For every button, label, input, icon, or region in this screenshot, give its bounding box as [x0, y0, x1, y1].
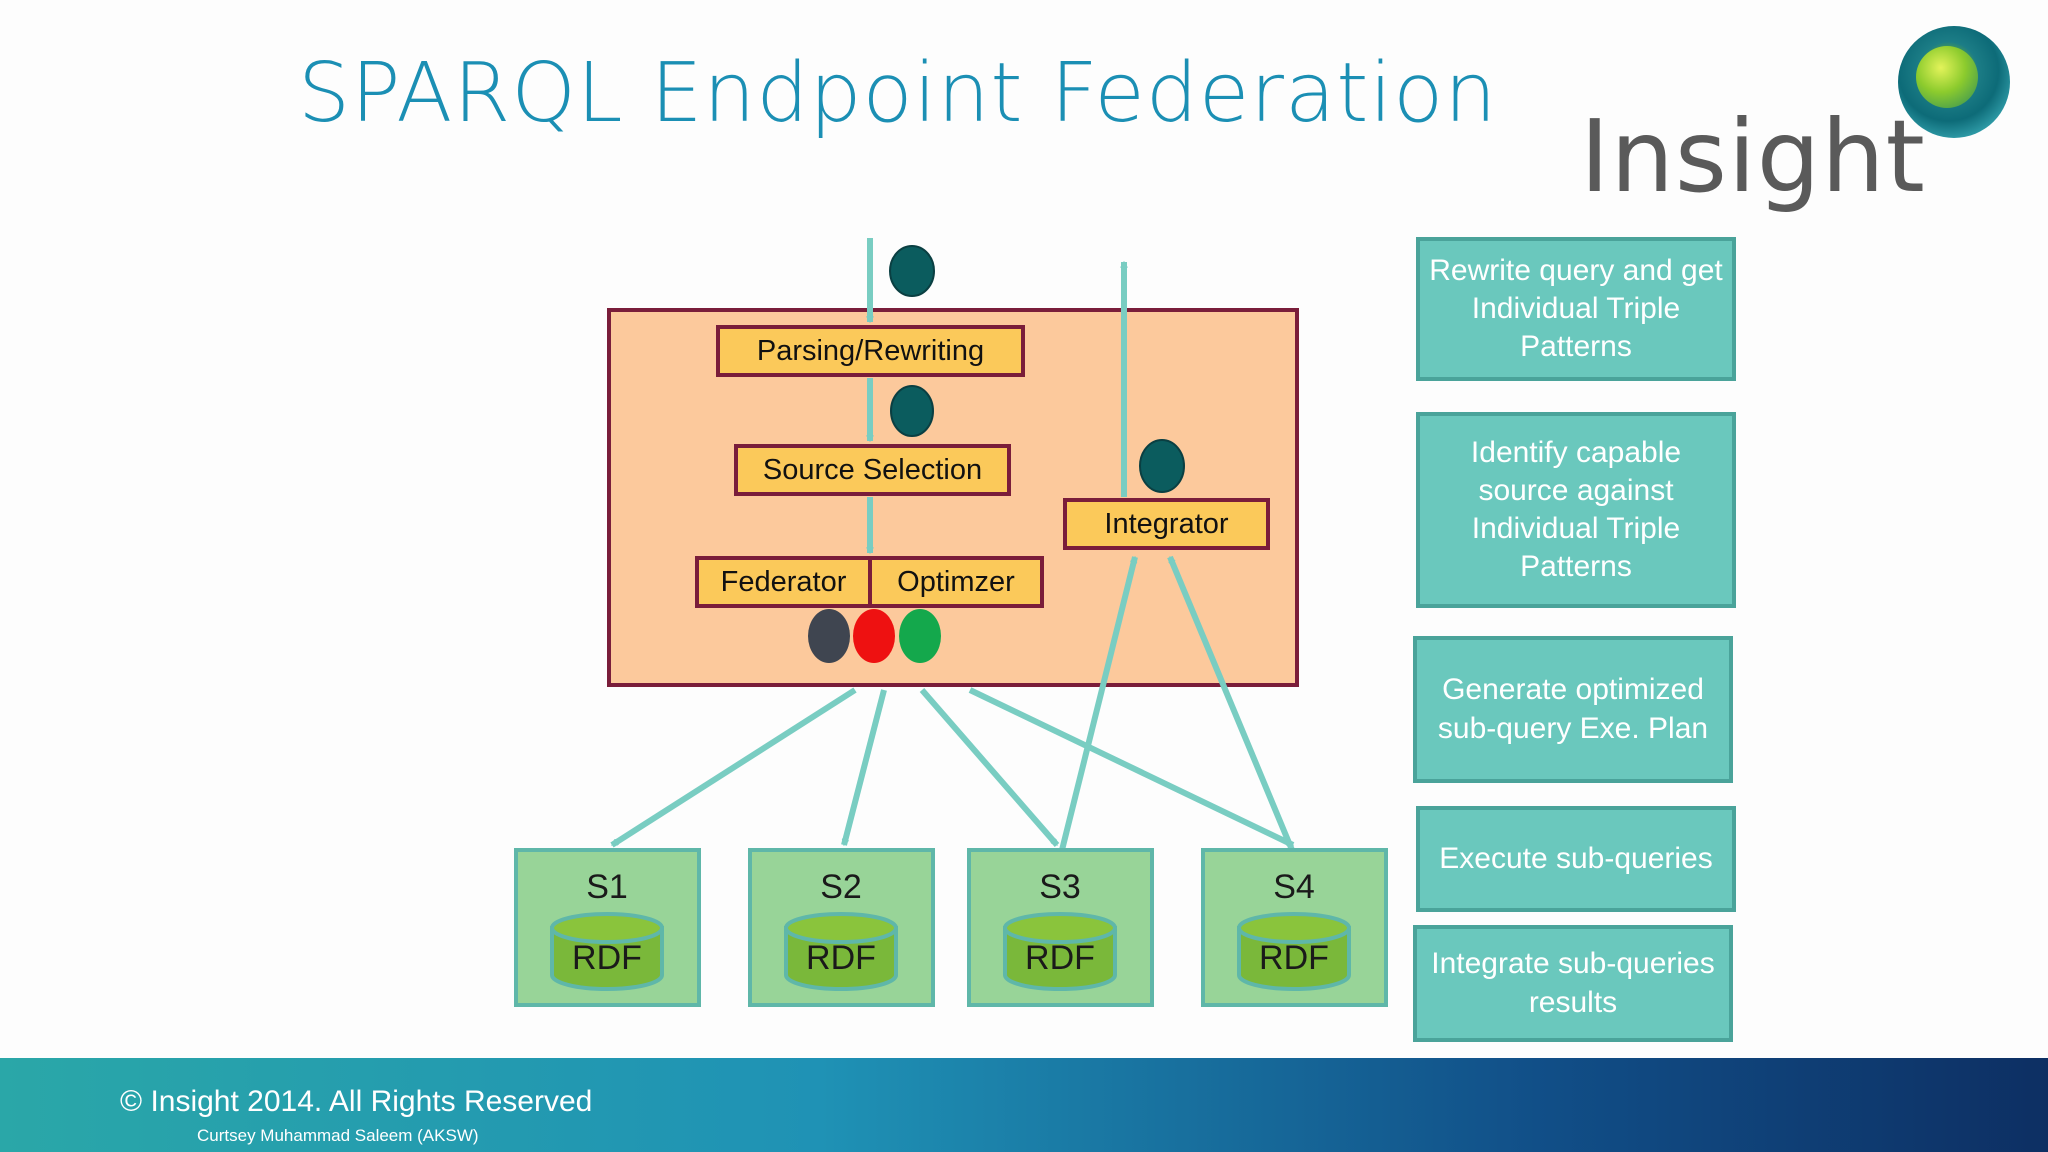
insight-logo: Insight: [1580, 18, 2020, 218]
copyright-text: © Insight 2014. All Rights Reserved: [120, 1085, 593, 1118]
result-s3-arrow: [1059, 557, 1138, 851]
step-text-execute: Execute sub-queries: [1439, 841, 1713, 875]
query-marker-dot: [889, 245, 935, 297]
subquery-dot-dark: [808, 609, 850, 663]
optimizer-label: Optimzer: [897, 566, 1015, 598]
dispatch-s3-arrow: [919, 688, 1060, 847]
federator-box: [695, 556, 872, 608]
rdf-cylinder-s4: [1237, 912, 1351, 991]
parsing-rewriting-box: [716, 325, 1025, 377]
slide-title: SPARQL Endpoint Federation: [298, 46, 1498, 141]
rewritten-query-dot: [890, 385, 934, 437]
step-box-execute: Execute sub-queries: [1416, 806, 1736, 912]
rdf-cylinder-s2: [784, 912, 898, 991]
integrator-result-dot: [1139, 439, 1185, 493]
step-box-integrate: Integrate sub-queries results: [1413, 925, 1733, 1042]
federator-label: Federator: [720, 566, 847, 598]
step-text-rewrite: Rewrite query and get Individual Triple …: [1429, 253, 1723, 364]
dispatch-s1-arrow: [610, 687, 857, 848]
source-label-s2: S2: [820, 868, 862, 906]
rdf-label-s2: RDF: [806, 939, 876, 977]
credit-text: Curtsey Muhammad Saleem (AKSW): [197, 1126, 479, 1145]
subquery-dot-red: [853, 609, 895, 663]
step-text-integrate: Integrate sub-queries results: [1431, 947, 1715, 1019]
rdf-label-s3: RDF: [1025, 939, 1095, 977]
rdf-label-s4: RDF: [1259, 939, 1329, 977]
source-label-s4: S4: [1273, 868, 1315, 906]
rdf-label-s1: RDF: [572, 939, 642, 977]
source-label-s3: S3: [1039, 868, 1081, 906]
integrator-box: [1063, 498, 1270, 550]
step-box-rewrite: Rewrite query and get Individual Triple …: [1416, 237, 1736, 381]
globe-highlight-icon: [1916, 46, 1978, 108]
source-selection-label: Source Selection: [762, 454, 983, 486]
step-text-optimize: Generate optimized sub-query Exe. Plan: [1437, 673, 1709, 745]
step-text-identify-sources: Identify capable source against Individu…: [1470, 435, 1682, 584]
optimizer-box: [868, 556, 1044, 608]
source-selection-box: [734, 444, 1011, 496]
footer-bar: [0, 1058, 2048, 1152]
dispatch-s4-arrow: [968, 687, 1295, 848]
subquery-dot-green: [899, 609, 941, 663]
logo-text: Insight: [1580, 98, 1926, 215]
step-box-optimize: Generate optimized sub-query Exe. Plan: [1413, 636, 1733, 783]
rdf-cylinder-s1: [550, 912, 664, 991]
integrator-label: Integrator: [1104, 508, 1229, 540]
rdf-cylinder-s3: [1003, 912, 1117, 991]
dispatch-s2-arrow: [841, 689, 887, 845]
result-s4-arrow: [1167, 555, 1295, 852]
step-box-identify-sources: Identify capable source against Individu…: [1416, 412, 1736, 608]
parsing-rewriting-label: Parsing/Rewriting: [756, 335, 985, 367]
source-label-s1: S1: [586, 868, 628, 906]
